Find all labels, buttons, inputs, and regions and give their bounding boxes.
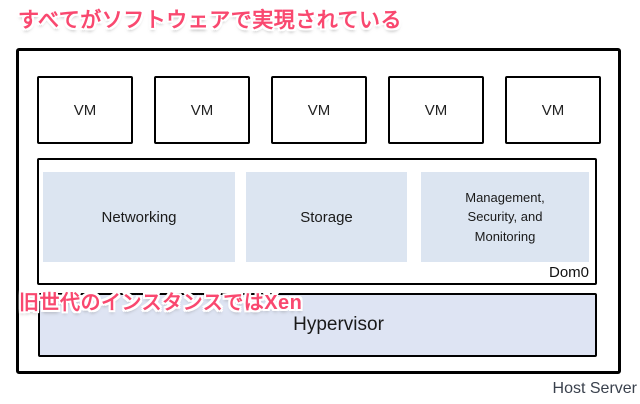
vm-label: VM — [541, 101, 565, 119]
management-security-monitoring-component: Management, Security, and Monitoring — [421, 172, 589, 262]
vm-label: VM — [424, 101, 448, 119]
vm-box-3: VM — [271, 76, 367, 144]
vm-box-5: VM — [505, 76, 601, 144]
vm-box-1: VM — [37, 76, 133, 144]
xen-annotation-text: 旧世代のインスタンスではXen — [19, 292, 303, 314]
networking-label: Networking — [101, 208, 177, 226]
dom0-box: Networking Storage Management, Security,… — [37, 158, 597, 285]
software-annotation-text: すべてがソフトウェアで実現されている — [18, 9, 403, 32]
storage-component: Storage — [246, 172, 407, 262]
networking-component: Networking — [43, 172, 235, 262]
hypervisor-box: Hypervisor — [38, 293, 597, 357]
vm-label: VM — [307, 101, 331, 119]
vm-label: VM — [190, 101, 214, 119]
hypervisor-label: Hypervisor — [293, 314, 384, 335]
host-server-caption: Host Server — [552, 380, 637, 397]
dom0-label: Dom0 — [548, 264, 589, 281]
vm-box-2: VM — [154, 76, 250, 144]
vm-label: VM — [73, 101, 97, 119]
vm-box-4: VM — [388, 76, 484, 144]
storage-label: Storage — [300, 208, 353, 226]
management-label: Management, Security, and Monitoring — [465, 189, 545, 244]
